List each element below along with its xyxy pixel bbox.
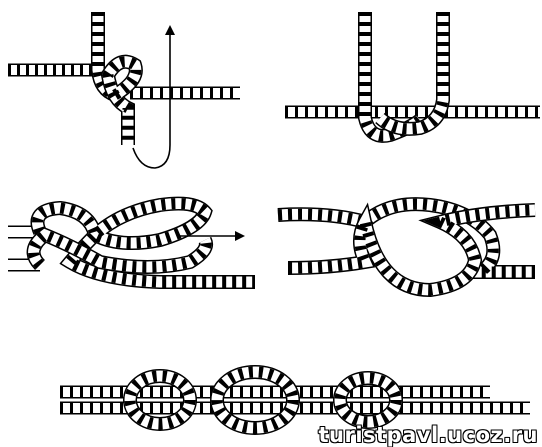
watermark: turistpavl.ucoz.ru bbox=[319, 423, 538, 447]
knot bbox=[217, 372, 293, 428]
knot bbox=[340, 378, 396, 422]
step-1-panel bbox=[8, 12, 240, 168]
step-4-panel bbox=[278, 204, 535, 290]
step-3-panel bbox=[8, 204, 255, 282]
step-2-panel bbox=[285, 12, 540, 136]
rope bbox=[108, 62, 136, 145]
knot bbox=[130, 376, 190, 424]
step-5-panel bbox=[60, 372, 530, 428]
